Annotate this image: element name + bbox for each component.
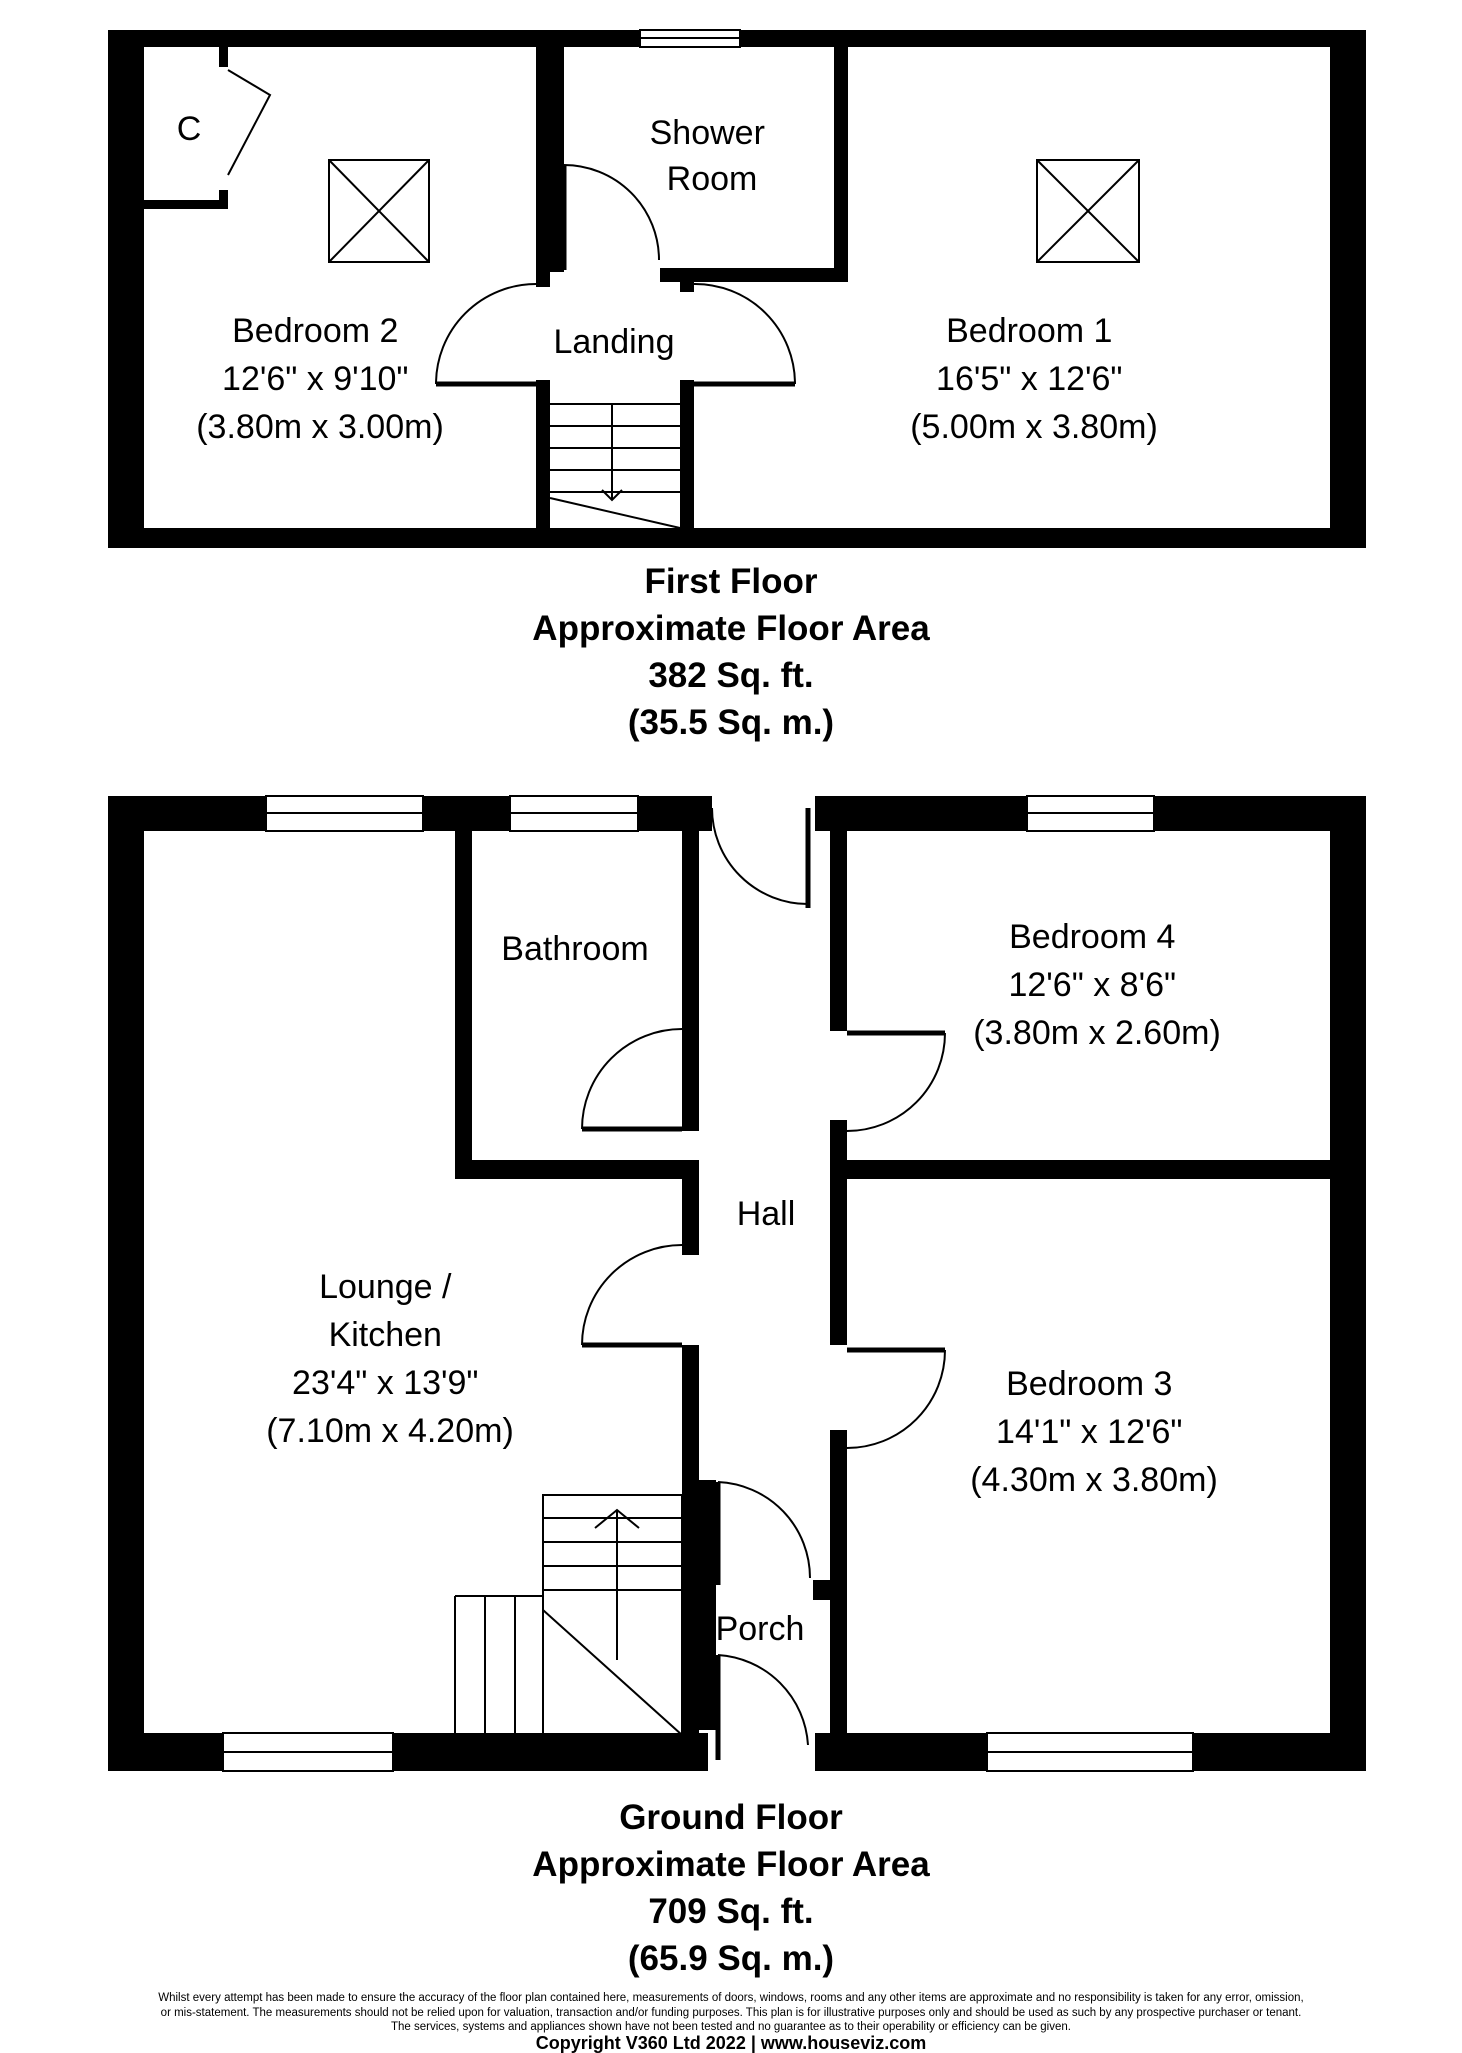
gf-bedroom-3-metric: (4.30m x 3.80m) — [970, 1461, 1218, 1499]
gf-wall-hall-right-1 — [830, 831, 847, 1031]
ff-cupboard — [144, 47, 272, 209]
ff-bedroom-2-name: Bedroom 2 — [232, 312, 398, 350]
gf-bedroom-4-imperial: 12'6" x 8'6" — [1008, 966, 1176, 1004]
first-floor-title: First Floor — [644, 562, 818, 601]
ff-cupboard-label: C — [177, 110, 202, 148]
gf-lounge-kitchen-label: Lounge / Kitchen 23'4" x 13'9" (7.10m x … — [266, 1268, 514, 1450]
gf-bedroom-3-label: Bedroom 3 14'1" x 12'6" (4.30m x 3.80m) — [970, 1365, 1218, 1499]
ground-floor-area-sqm: (65.9 Sq. m.) — [627, 1939, 835, 1978]
gf-bedroom-3-imperial: 14'1" x 12'6" — [996, 1413, 1182, 1451]
gf-bedroom-3-name: Bedroom 3 — [1006, 1365, 1172, 1403]
ff-wall-right — [1330, 30, 1366, 548]
ff-wall-left — [108, 30, 144, 548]
gf-porch-wall-right — [813, 1580, 830, 1600]
gf-wall-left — [108, 796, 144, 1771]
gf-wall-hall-left-3 — [682, 1345, 699, 1740]
ff-landing-label: Landing — [553, 323, 674, 361]
ff-bedroom-1-imperial: 16'5" x 12'6" — [936, 360, 1122, 398]
first-floor-caption: First Floor Approximate Floor Area 382 S… — [0, 558, 1462, 746]
gf-wall-bed4-bed3 — [847, 1160, 1366, 1179]
gf-wall-bathroom-bottom — [455, 1160, 695, 1179]
ground-floor-area-heading: Approximate Floor Area — [532, 1845, 930, 1884]
gf-lounge-kitchen-imperial: 23'4" x 13'9" — [292, 1364, 478, 1402]
ff-wall-bed2-upper — [536, 47, 550, 287]
gf-lounge-kitchen-metric: (7.10m x 4.20m) — [266, 1412, 514, 1450]
first-floor-area-sqm: (35.5 Sq. m.) — [627, 703, 835, 742]
gf-wall-hall-right-2 — [830, 1120, 847, 1345]
ff-wall-shower-bottom — [660, 268, 848, 282]
ff-shower-room-line-1: Shower — [650, 114, 765, 152]
gf-bathroom-label: Bathroom — [501, 930, 648, 968]
ff-bedroom-2-imperial: 12'6" x 9'10" — [222, 360, 408, 398]
disclaimer-line-3: The services, systems and appliances sho… — [391, 2021, 1071, 2033]
gf-wall-hall-right-3 — [830, 1430, 847, 1740]
ff-wall-bottom — [108, 528, 1366, 548]
ff-shower-room-line-2: Room — [667, 160, 758, 198]
gf-lounge-kitchen-line-1: Lounge / — [319, 1268, 452, 1306]
ff-bedroom-1-label: Bedroom 1 16'5" x 12'6" (5.00m x 3.80m) — [910, 312, 1158, 446]
first-floor-area-heading: Approximate Floor Area — [532, 609, 930, 648]
gf-bedroom-4-metric: (3.80m x 2.60m) — [973, 1014, 1221, 1052]
ff-bedroom-1-metric: (5.00m x 3.80m) — [910, 408, 1158, 446]
gf-bedroom-4-name: Bedroom 4 — [1009, 918, 1175, 956]
ground-floor-area-sqft: 709 Sq. ft. — [648, 1892, 814, 1931]
gf-porch-wall-left — [699, 1480, 716, 1730]
ground-floor-caption: Ground Floor Approximate Floor Area 709 … — [0, 1794, 1462, 1982]
disclaimer-text: Whilst every attempt has been made to en… — [0, 1991, 1462, 2035]
ff-bedroom-2-label: Bedroom 2 12'6" x 9'10" (3.80m x 3.00m) — [196, 312, 444, 446]
copyright-text: Copyright V360 Ltd 2022 | www.houseviz.c… — [535, 2033, 927, 2053]
gf-hall-label: Hall — [737, 1195, 796, 1233]
gf-wall-hall-left-1 — [682, 831, 699, 1131]
ff-bedroom-1-name: Bedroom 1 — [946, 312, 1112, 350]
ff-skylight-bedroom-2 — [328, 159, 430, 263]
gf-porch-label: Porch — [716, 1610, 805, 1648]
ff-wall-shower-right — [834, 47, 848, 282]
ff-bedroom-2-metric: (3.80m x 3.00m) — [196, 408, 444, 446]
ff-wall-bed2-lower — [536, 380, 550, 530]
ff-staircase — [549, 403, 681, 529]
disclaimer-line-2: or mis-statement. The measurements shoul… — [160, 2006, 1302, 2019]
ff-wall-shower-left — [550, 47, 564, 272]
gf-lounge-kitchen-line-2: Kitchen — [329, 1316, 442, 1354]
gf-wall-bathroom-left — [455, 831, 472, 1171]
ground-floor-plan: Bathroom Bedroom 4 12'6" x 8'6" (3.80m x… — [108, 795, 1366, 1772]
gf-bedroom-4-label: Bedroom 4 12'6" x 8'6" (3.80m x 2.60m) — [973, 918, 1221, 1052]
ff-skylight-bedroom-1 — [1036, 159, 1140, 263]
first-floor-plan: C Shower Room Landing Bedroom 2 12'6" x … — [108, 29, 1366, 548]
ff-wall-bed1-upper — [680, 282, 694, 292]
first-floor-area-sqft: 382 Sq. ft. — [648, 656, 814, 695]
gf-wall-hall-left-2 — [682, 1160, 699, 1255]
gf-wall-bottom-left — [108, 1733, 708, 1771]
ground-floor-title: Ground Floor — [619, 1798, 843, 1837]
gf-staircase — [454, 1494, 683, 1736]
ff-wall-bed1-lower — [680, 380, 694, 530]
gf-wall-right — [1330, 796, 1366, 1771]
disclaimer-line-1: Whilst every attempt has been made to en… — [158, 1992, 1304, 2004]
ff-shower-room-label: Shower Room — [650, 114, 775, 198]
